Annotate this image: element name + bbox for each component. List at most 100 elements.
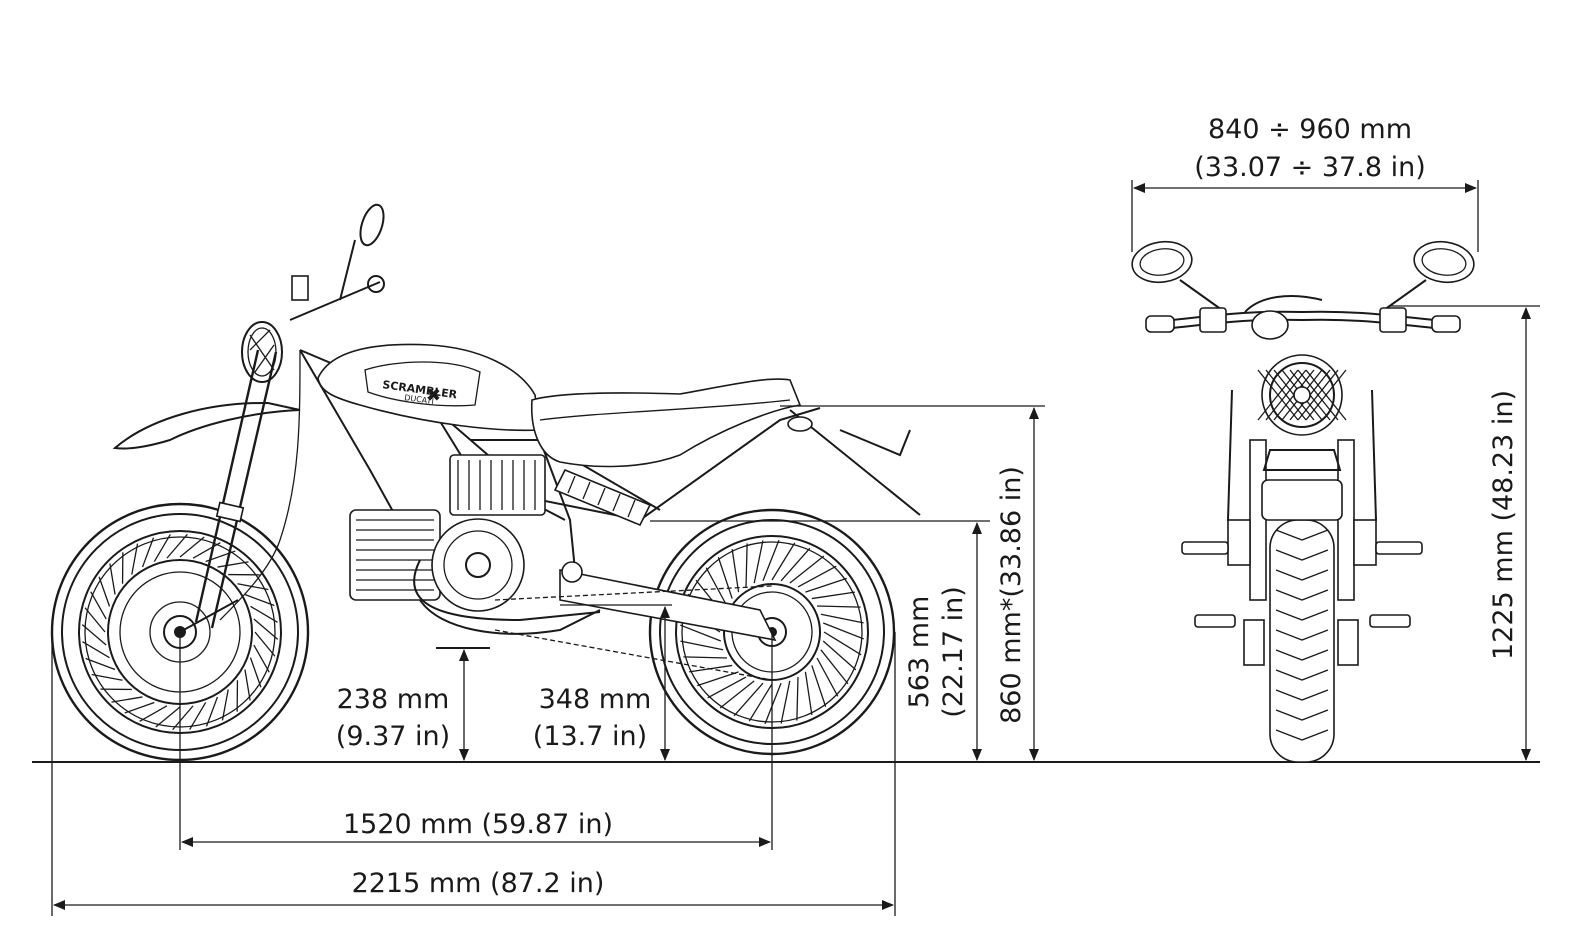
tread-block — [1275, 649, 1329, 661]
spoke — [84, 607, 106, 633]
rear-spokes — [680, 540, 864, 724]
tread-block — [1275, 569, 1329, 581]
spoke — [820, 613, 864, 624]
spoke — [155, 706, 181, 728]
side-view-motorcycle: SCRAMBLER DUCATI ✖ — [50, 203, 921, 762]
left-mirror — [1131, 240, 1223, 311]
spoke — [797, 565, 837, 588]
spoke — [822, 622, 864, 640]
dim-handlebar-width: 840 ÷ 960 mm (33.07 ÷ 37.8 in) — [1131, 114, 1479, 252]
spoke — [733, 682, 764, 717]
spoke — [705, 567, 728, 607]
tread-block — [1275, 689, 1329, 701]
spoke — [823, 631, 862, 656]
spoke — [131, 543, 139, 575]
exhaust — [413, 559, 601, 622]
spoke — [109, 563, 116, 595]
tread-block — [1275, 529, 1329, 541]
spoke — [717, 557, 733, 599]
wheelbase-label: 1520 mm (59.87 in) — [343, 809, 613, 840]
spoke — [124, 701, 155, 714]
grille-bar — [1297, 369, 1339, 421]
brake-line — [219, 349, 301, 621]
spoke — [141, 537, 155, 568]
spoke — [244, 669, 251, 701]
spoke — [816, 657, 839, 697]
dim-overall-length: 2215 mm (87.2 in) — [51, 632, 896, 916]
spoke — [789, 555, 825, 584]
seat — [530, 378, 802, 468]
spoke — [90, 591, 107, 620]
spoke — [250, 605, 278, 623]
spoke — [762, 540, 780, 582]
dim-seat-height: 860 mm*(33.86 in) — [780, 405, 1045, 761]
spoke — [166, 533, 188, 559]
spoke — [244, 593, 275, 607]
grille-bar — [1305, 369, 1347, 421]
footpeg-height-mm: 563 mm — [904, 596, 935, 709]
front-view-body — [1226, 389, 1378, 566]
spoke — [254, 631, 276, 657]
spoke — [753, 540, 764, 584]
spoke — [81, 624, 107, 646]
spoke — [804, 671, 813, 716]
dim-swingarm-pivot-height: 348 mm (13.7 in) — [533, 604, 672, 761]
spoke — [748, 683, 773, 722]
front-view-tyre — [1261, 479, 1343, 763]
spoke — [205, 696, 219, 727]
handlebar-and-mirror — [289, 203, 385, 321]
spoke — [98, 576, 111, 607]
dim-wheelbase: 1520 mm (59.87 in) — [179, 632, 773, 850]
spoke — [85, 657, 116, 671]
spoke — [820, 649, 849, 685]
spoke — [817, 605, 861, 608]
front-view-motorcycle — [1131, 240, 1475, 763]
spoke — [771, 542, 796, 581]
footpeg-height-in: (22.17 in) — [938, 586, 969, 718]
overall-length-label: 2215 mm (87.2 in) — [352, 868, 605, 899]
front-headlight — [1257, 354, 1347, 436]
spoke — [179, 536, 205, 558]
spoke — [680, 624, 722, 642]
front-fender — [112, 401, 301, 450]
engine-cooling-fins — [356, 519, 434, 591]
spoke — [764, 682, 782, 724]
spoke — [805, 577, 847, 593]
rear-shock — [553, 468, 652, 527]
engine — [349, 454, 601, 649]
spoke — [253, 618, 279, 640]
spoke — [139, 705, 168, 722]
handlebar-width-mm: 840 ÷ 960 mm — [1208, 114, 1412, 145]
dim-ground-clearance: 238 mm (9.37 in) — [336, 649, 469, 761]
tank-logo-x: ✖ — [426, 385, 441, 406]
dim-overall-height: 1225 mm (48.23 in) — [1390, 305, 1540, 761]
spoke — [172, 705, 194, 731]
spoke — [192, 542, 221, 559]
spoke — [249, 657, 262, 688]
grille-bar — [1257, 369, 1299, 421]
front-fork — [179, 349, 278, 633]
dim-footpeg-height: 563 mm (22.17 in) — [650, 520, 990, 761]
swingarm — [559, 561, 777, 642]
spoke — [680, 640, 724, 651]
grille-bar — [1265, 369, 1307, 421]
front-view-footpegs — [1181, 541, 1423, 666]
headlight — [241, 321, 283, 383]
swingarm-pivot-height-in: (13.7 in) — [533, 721, 647, 752]
front-instrument-cluster — [1244, 295, 1323, 340]
tread-block — [1275, 609, 1329, 621]
spoke — [153, 534, 171, 562]
front-spokes — [81, 533, 279, 731]
tread-block — [1275, 729, 1329, 741]
spoke — [697, 671, 739, 687]
spoke — [189, 702, 207, 730]
spoke — [822, 640, 857, 671]
ground-clearance-mm: 238 mm — [337, 684, 450, 715]
front-handlebar — [1145, 307, 1461, 333]
fuel-tank: SCRAMBLER DUCATI ✖ — [317, 343, 541, 432]
spoke — [707, 676, 747, 699]
spoke — [811, 665, 827, 707]
tread-block — [1275, 589, 1329, 601]
tread-block — [1275, 709, 1329, 721]
